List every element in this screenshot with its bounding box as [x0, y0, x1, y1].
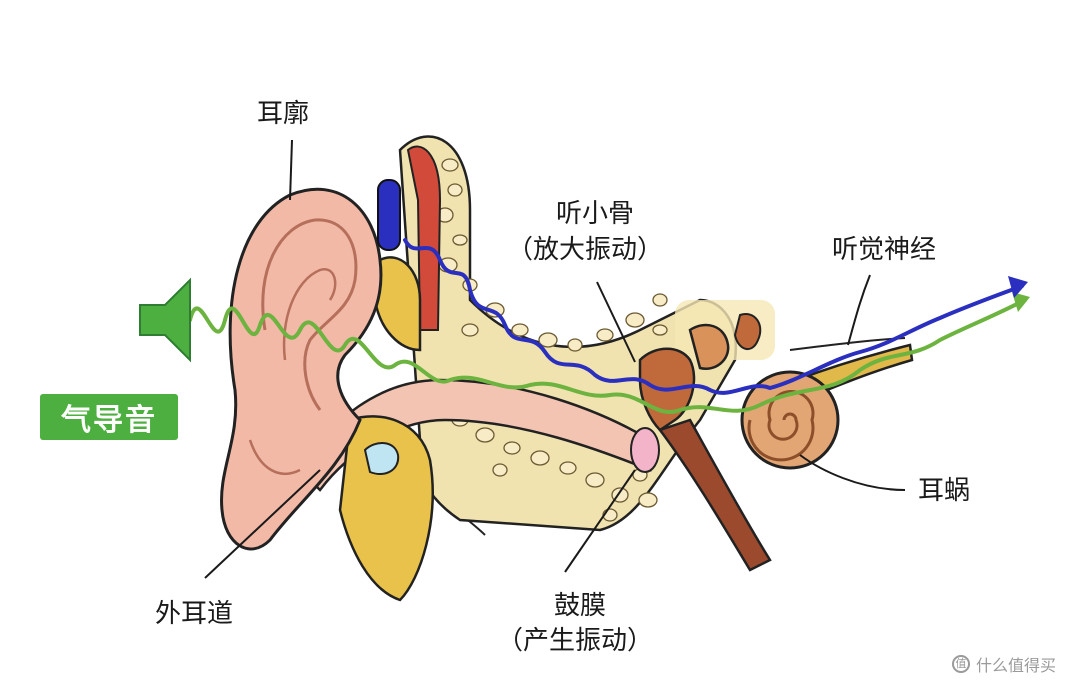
cartilage-highlight — [363, 442, 400, 475]
upper-cartilage — [373, 256, 422, 352]
label-ossicles: 听小骨 — [555, 199, 634, 229]
label-auditory-nerve: 听觉神经 — [832, 235, 937, 265]
watermark-logo-icon: 值 — [951, 655, 970, 673]
bone-conduction-device-icon — [377, 179, 401, 251]
cochlea-shape — [740, 370, 840, 470]
temporal-tissue — [406, 145, 442, 331]
air-conduction-wave — [188, 298, 1027, 414]
bone-conduction-wave — [403, 238, 1024, 395]
label-eardrum: 鼓膜 — [553, 591, 606, 621]
watermark: 值 什么值得买 — [951, 652, 1056, 676]
label-ear-canal: 外耳道 — [155, 599, 234, 629]
lower-cartilage — [338, 415, 434, 602]
watermark-text: 什么值得买 — [975, 656, 1056, 675]
pinna-shape — [220, 187, 383, 551]
bone-wave-arrow-head — [1008, 276, 1028, 298]
eardrum-shape — [630, 427, 660, 473]
label-ossicles-note: （放大振动） — [506, 235, 663, 265]
speaker-icon — [139, 277, 191, 363]
label-pinna: 耳廓 — [257, 99, 310, 129]
air-wave-arrow-head — [1012, 292, 1030, 312]
leader-lines — [204, 139, 906, 579]
label-eardrum-note: （产生振动） — [496, 626, 653, 656]
label-cochlea: 耳蜗 — [918, 476, 971, 506]
eustachian-tube — [657, 418, 772, 572]
air-conduction-badge: 气导音 — [40, 394, 178, 440]
